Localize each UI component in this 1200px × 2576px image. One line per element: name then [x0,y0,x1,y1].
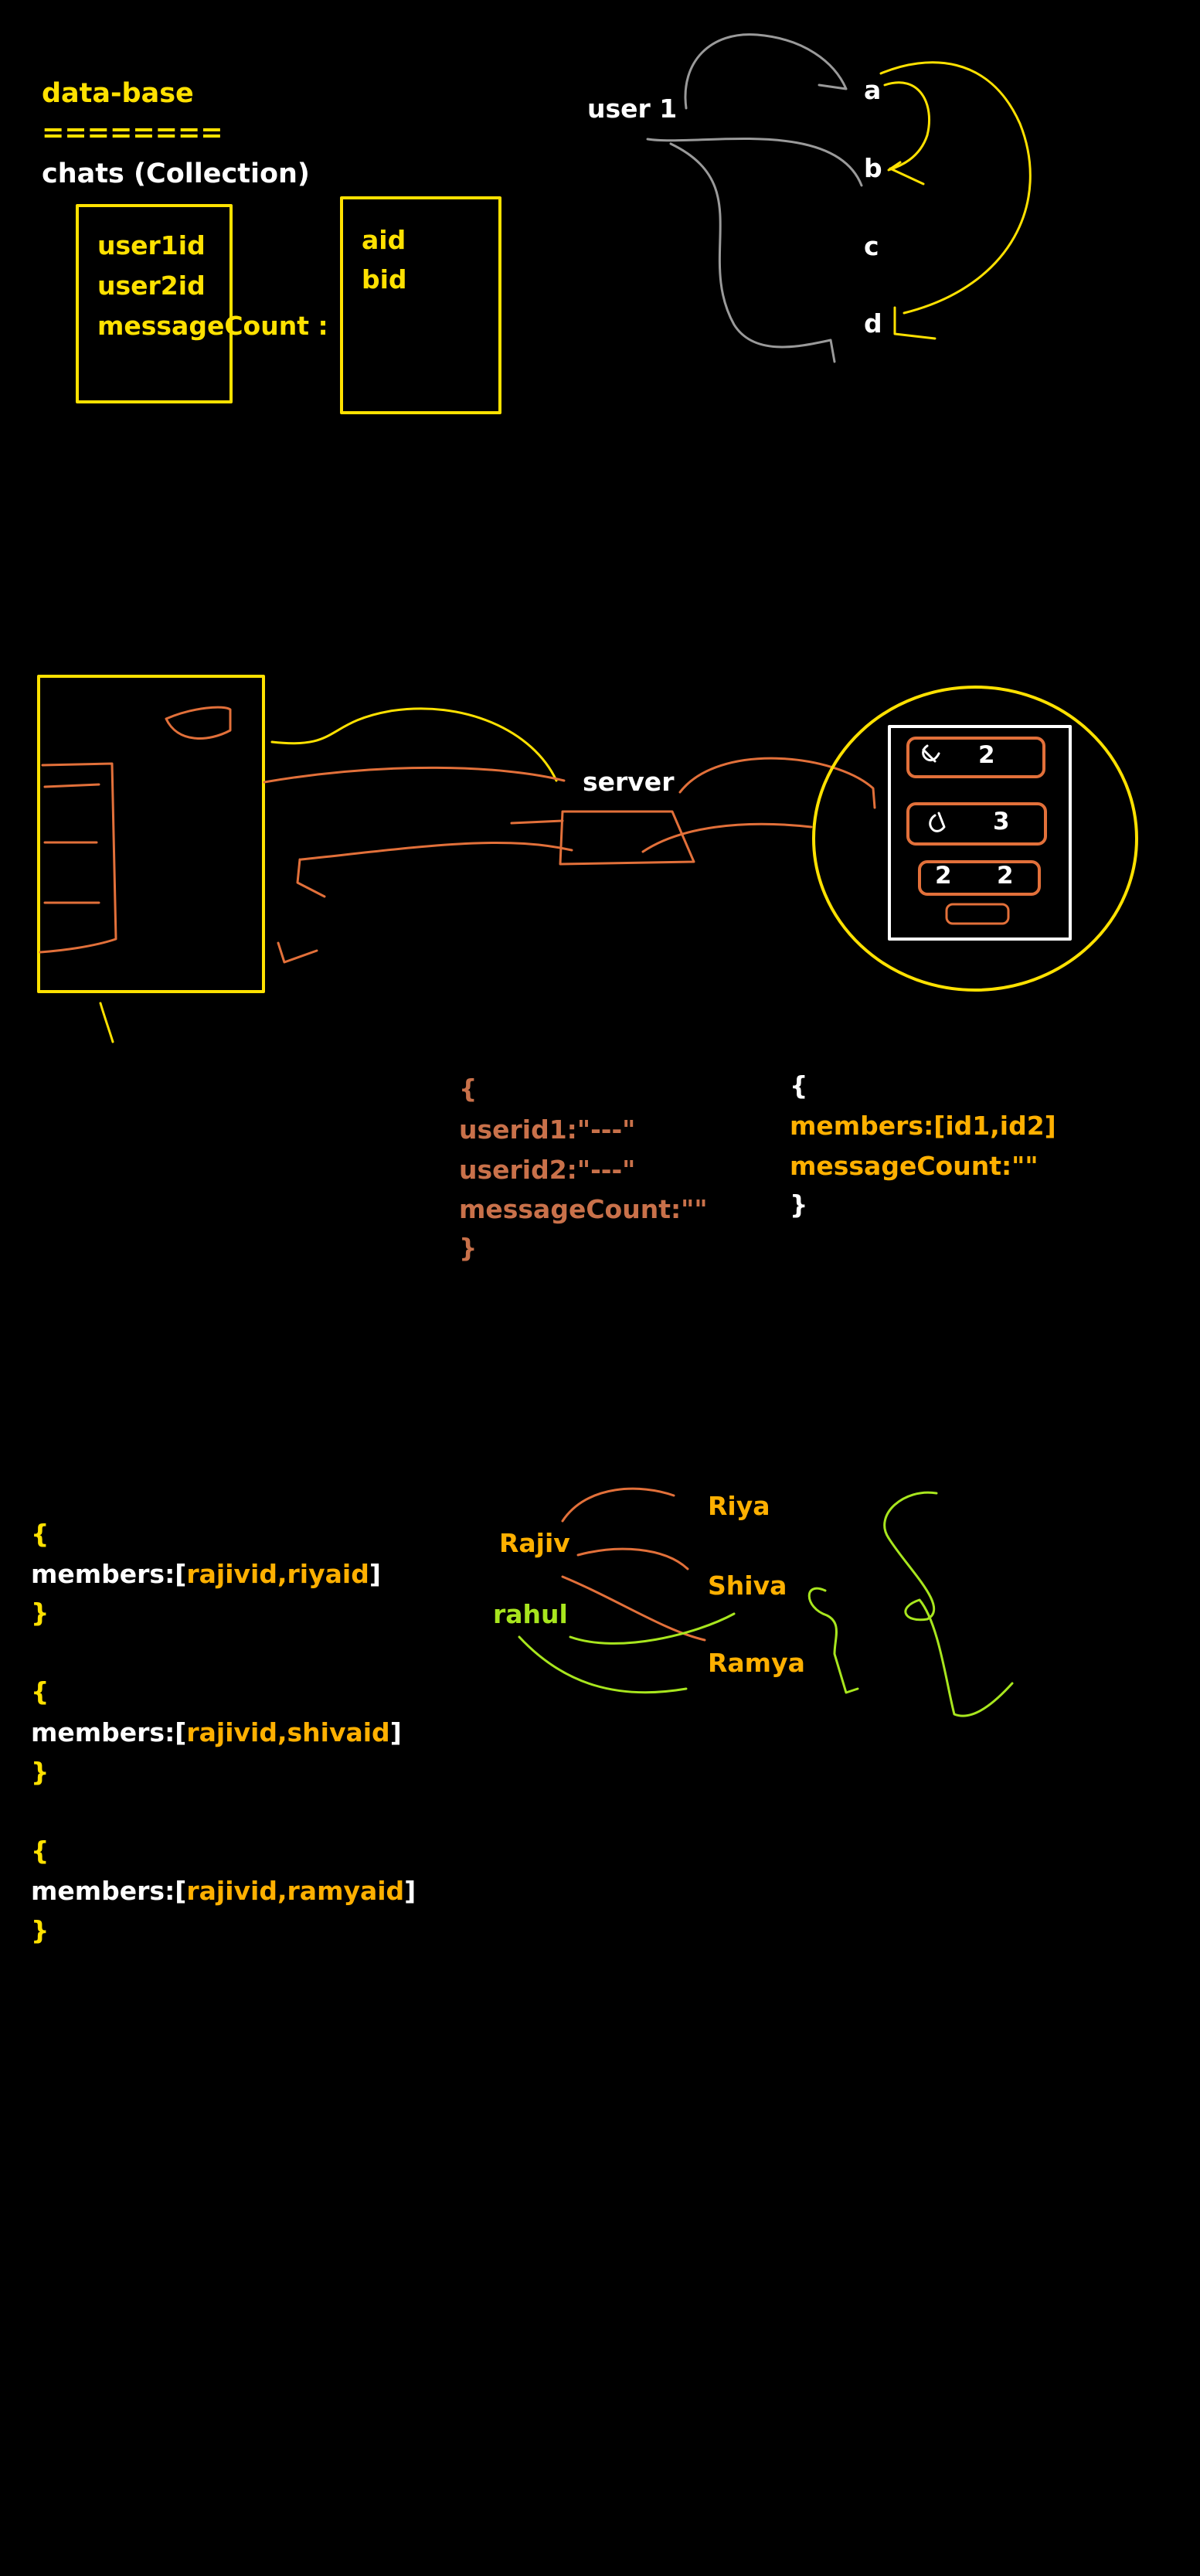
person-shiva: Shiva [708,1570,787,1601]
stored-count-2: 3 [993,808,1010,835]
arrow-user-to-d [669,142,836,363]
member-doc-3-pair: rajivid,ramyaid [186,1876,405,1906]
arrow-phone-to-server-top [270,707,558,782]
person-rajiv: Rajiv [499,1528,570,1558]
member-doc-3-open: { [31,1836,49,1866]
count-row-2 [906,802,1047,846]
database-circle [812,686,1138,992]
phone-sketch [37,675,265,993]
member-doc-3-key: members: [31,1876,175,1906]
node-c: c [864,231,879,261]
member-doc-2-bracket-open: [ [175,1717,187,1747]
person-rahul: rahul [493,1599,568,1629]
old-schema-line-3: userid2:"---" [459,1155,636,1185]
count-row-1 [906,737,1045,778]
member-doc-2-key: members: [31,1717,175,1747]
field-user2id: user2id [97,271,206,301]
arrow-phone-to-server [263,766,566,784]
old-schema-line-1: { [459,1074,478,1104]
user-label: user 1 [587,94,678,124]
collection-label: chats (Collection) [42,158,310,189]
person-riya: Riya [708,1491,770,1521]
member-doc-1-body: members:[rajivid,riyaid] [31,1561,381,1587]
count-row-2-mark [929,812,946,832]
field-bid: bid [362,264,407,294]
member-doc-3-bracket-open: [ [175,1876,187,1906]
phone-tail-sketch [99,1002,114,1043]
id-document-box [340,196,501,414]
squiggle-s2 [883,1491,1014,1717]
member-doc-3-body: members:[rajivid,ramyaid] [31,1878,416,1904]
member-doc-1-key: members: [31,1559,175,1589]
arrow-server-to-phone [296,841,573,898]
stored-count-1: 2 [978,741,995,769]
line-rajiv-ramya [561,1575,706,1642]
person-ramya: Ramya [708,1648,805,1678]
line-rajiv-shiva [576,1547,689,1570]
new-schema-line-4: } [790,1189,808,1220]
count-row-1-mark [922,744,940,763]
new-schema-line-1: { [790,1070,808,1101]
member-doc-2-body: members:[rajivid,shivaid] [31,1720,402,1745]
member-doc-3-close: } [31,1915,49,1945]
loop-a-to-b [883,81,931,185]
line-rahul-shiva [569,1612,736,1645]
node-d: d [864,308,882,339]
member-doc-2-pair: rajivid,shivaid [186,1717,390,1747]
node-a: a [864,75,882,105]
field-aid: aid [362,225,406,255]
server-label: server [583,767,675,797]
field-message-count: messageCount : [97,311,328,341]
new-schema-line-2: members:[id1,id2] [790,1111,1056,1141]
arrow-user-to-b [646,137,863,187]
arrow-user-to-a [684,33,848,110]
member-doc-2-close: } [31,1757,49,1787]
arrow-server-to-db [641,757,876,853]
stored-count-3: 2 [935,862,952,890]
stored-count-4: 2 [997,862,1014,890]
database-underline: ======== [42,117,223,148]
squiggle-s1 [807,1587,859,1694]
database-title: data-base [42,78,194,109]
database-store-box [888,725,1072,941]
phone-chat-list-sketch [39,762,117,954]
count-row-4 [945,903,1010,925]
member-doc-1-close: } [31,1598,49,1628]
server-box-sketch [510,810,695,866]
member-doc-2-bracket-close: ] [389,1717,402,1747]
count-row-3 [918,860,1041,896]
old-schema-line-4: messageCount:"" [459,1194,708,1224]
line-rajiv-riya [561,1487,675,1523]
phone-badge-sketch [165,706,232,740]
member-doc-2-open: { [31,1676,49,1707]
line-rahul-ramya [518,1635,688,1694]
field-user1id: user1id [97,230,206,260]
node-b: b [864,153,882,183]
member-doc-3-bracket-close: ] [404,1876,416,1906]
member-doc-1-pair: rajivid,riyaid [186,1559,369,1589]
old-schema-line-5: } [459,1233,478,1263]
chats-document-box [76,204,233,403]
old-schema-line-2: userid1:"---" [459,1114,636,1145]
member-doc-1-bracket-open: [ [175,1559,187,1589]
member-doc-1-bracket-close: ] [369,1559,381,1589]
loop-a-to-d [879,61,1032,340]
member-doc-1-open: { [31,1519,49,1549]
new-schema-line-3: messageCount:"" [790,1151,1039,1181]
phone-side-arrow [277,941,318,964]
